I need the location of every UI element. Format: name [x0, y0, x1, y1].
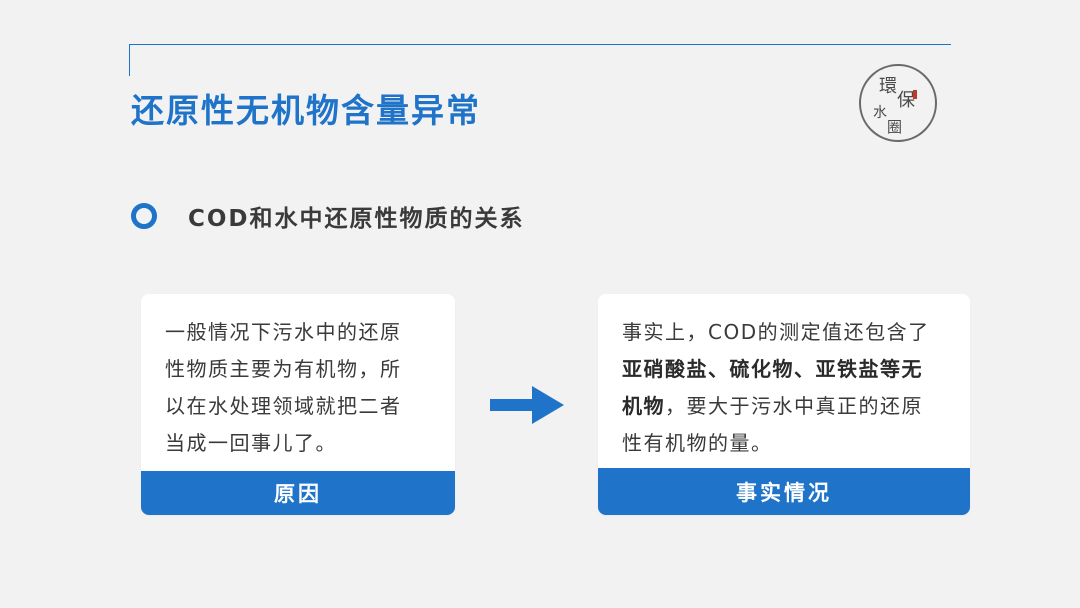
fact-card-label: 事实情况	[598, 468, 970, 515]
page-title: 还原性无机物含量异常	[131, 91, 481, 130]
cause-line-1: 一般情况下污水中的还原	[165, 320, 402, 344]
arrow-right-icon	[490, 386, 564, 424]
fact-bold-2: 机物	[622, 394, 665, 418]
fact-line-1: 事实上，COD的测定值还包含了	[622, 320, 930, 344]
cause-card-label: 原因	[141, 471, 455, 515]
section-title: COD和水中还原性物质的关系	[188, 206, 525, 232]
seal-char-4: 圈	[887, 118, 902, 136]
fact-card-body: 事实上，COD的测定值还包含了 亚硝酸盐、硫化物、亚铁盐等无 机物，要大于污水中…	[598, 294, 970, 462]
seal-logo-icon: 環 保 水 圈	[859, 64, 937, 142]
cause-line-4: 当成一回事儿了。	[165, 431, 337, 455]
seal-char-3: 水	[873, 105, 887, 121]
seal-char-2: 保	[897, 90, 915, 111]
fact-card: 事实上，COD的测定值还包含了 亚硝酸盐、硫化物、亚铁盐等无 机物，要大于污水中…	[598, 294, 970, 515]
top-divider-line	[129, 44, 951, 45]
fact-line-4: 性有机物的量。	[622, 431, 773, 455]
cause-card-body: 一般情况下污水中的还原 性物质主要为有机物，所 以在水处理领域就把二者 当成一回…	[141, 294, 455, 462]
cause-card: 一般情况下污水中的还原 性物质主要为有机物，所 以在水处理领域就把二者 当成一回…	[141, 294, 455, 515]
fact-line-3: 机物，要大于污水中真正的还原	[622, 388, 948, 425]
top-divider-corner	[129, 44, 130, 76]
seal-char-1: 環	[879, 76, 897, 97]
fact-rest-2: ，要大于污水中真正的还原	[665, 394, 923, 418]
cause-line-2: 性物质主要为有机物，所	[165, 357, 402, 381]
fact-line-2: 亚硝酸盐、硫化物、亚铁盐等无	[622, 351, 948, 388]
ring-bullet-icon	[131, 203, 157, 229]
cause-line-3: 以在水处理领域就把二者	[165, 394, 402, 418]
fact-bold-1: 亚硝酸盐、硫化物、亚铁盐等无	[622, 357, 923, 381]
